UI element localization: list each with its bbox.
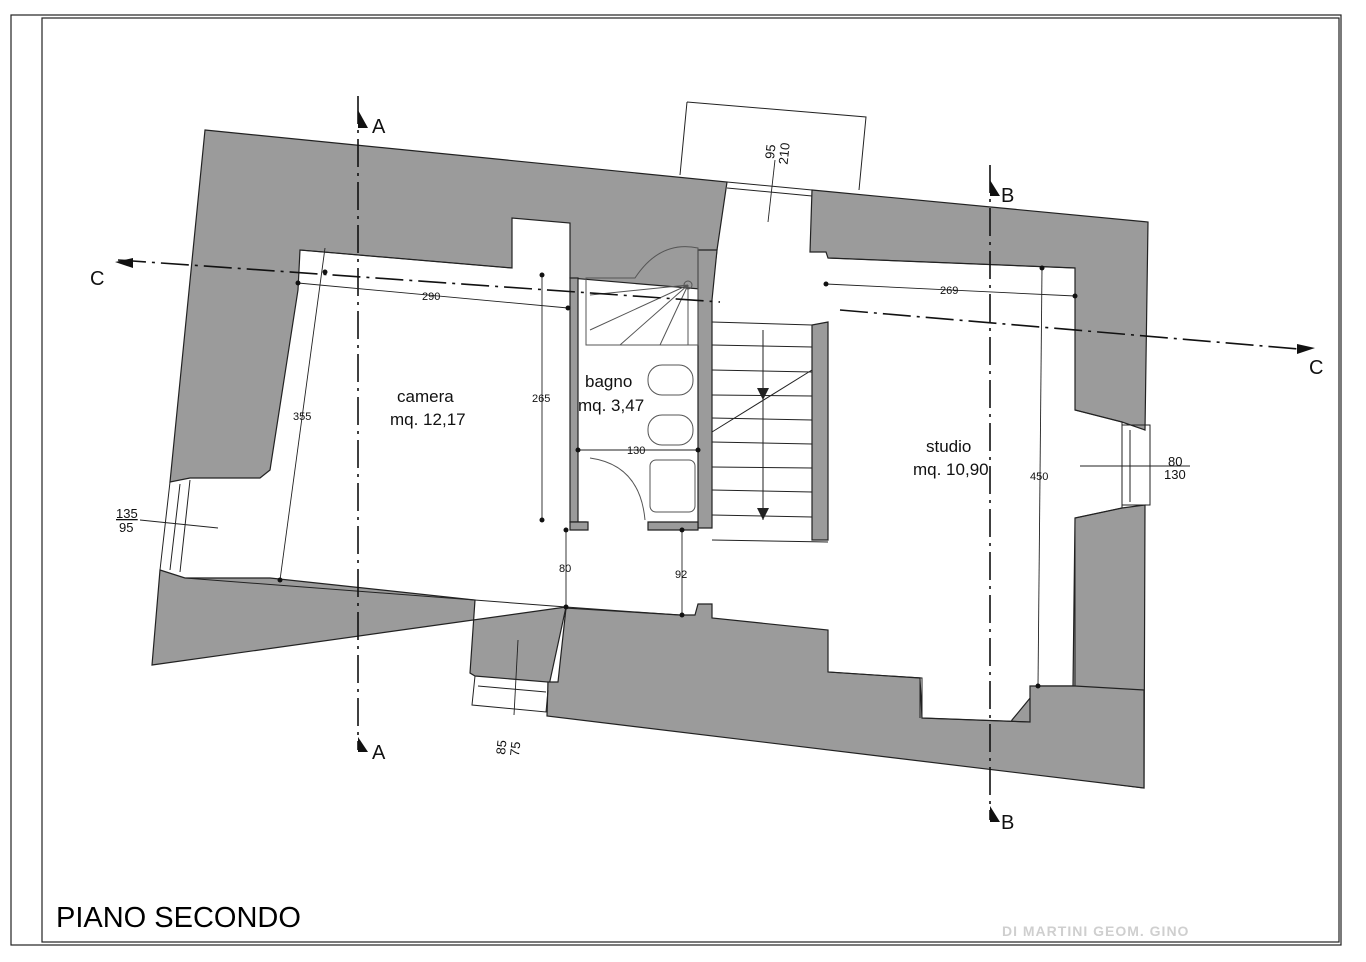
section-b-top-arrow	[990, 180, 1000, 196]
stair-break	[711, 369, 813, 433]
dim-dot-2	[565, 305, 571, 311]
bagno-area: mq. 3,47	[578, 396, 644, 415]
section-c-east-label: C	[1309, 357, 1323, 379]
window-north-top: 95	[762, 144, 778, 160]
studio-outline	[827, 257, 1123, 723]
window-label-north: 95 210	[762, 142, 793, 165]
window-north-frame	[726, 181, 813, 197]
dim-dot-11	[1039, 265, 1045, 271]
dim-dot-12	[1035, 683, 1041, 689]
dim-dot-15	[679, 527, 685, 533]
stair-arrow-head-2	[757, 508, 769, 520]
section-a-top-label: A	[372, 116, 386, 138]
wall-bath-east	[697, 249, 718, 529]
dim-camera-depth: 355	[293, 411, 311, 423]
dim-dot-3	[322, 269, 328, 275]
window-east-frame	[1122, 424, 1151, 506]
section-b-bottom-label: B	[1001, 812, 1014, 834]
dim-dot-14	[563, 604, 569, 610]
section-b-top-label: B	[1001, 185, 1014, 207]
section-a-bottom-label: A	[372, 742, 386, 764]
dim-studio-depth: 450	[1030, 471, 1048, 483]
dim-door: 92	[675, 569, 687, 581]
section-a-bottom-arrow	[358, 737, 368, 752]
watermark: DI MARTINI GEOM. GINO	[1002, 923, 1189, 939]
dim-dot-13	[563, 527, 569, 533]
window-west-frame	[159, 479, 191, 573]
inner-frame	[41, 17, 1340, 943]
window-west-bottom: 95	[119, 520, 133, 535]
dim-bagno-depth: 265	[532, 393, 550, 405]
dim-dot-6	[539, 517, 545, 523]
drawing-title: PIANO SECONDO	[56, 902, 301, 934]
dim-dot-1	[295, 280, 301, 286]
window-label-south: 85 75	[493, 739, 523, 756]
dim-dot-8	[695, 447, 701, 453]
dim-dot-4	[277, 577, 283, 583]
section-lines	[115, 96, 1315, 822]
window-south-bay	[919, 678, 1031, 722]
window-east-bottom: 130	[1164, 467, 1186, 482]
section-c-west-label: C	[90, 268, 104, 290]
window-west-top: 135	[116, 506, 138, 521]
bath-fixtures	[585, 246, 699, 521]
shower-lines	[589, 284, 689, 346]
section-c-line-west	[117, 259, 721, 303]
window-north-bottom: 210	[776, 142, 793, 165]
stair-arrow-head-1	[757, 388, 769, 400]
room-outlines	[184, 249, 1123, 723]
dim-studio-width-line	[825, 283, 1076, 297]
wall-bath-south-left	[569, 521, 589, 531]
camera-area: mq. 12,17	[390, 410, 466, 429]
shower-tray	[585, 246, 699, 346]
toilet	[647, 414, 694, 446]
dim-camera-width: 290	[422, 291, 440, 303]
wall-southwest	[151, 569, 567, 691]
window-east-top: 80	[1168, 454, 1182, 469]
dim-north-window-line	[767, 159, 776, 223]
stair-outline	[711, 321, 829, 543]
section-c-west-arrow	[115, 258, 133, 268]
dimension-lines	[139, 159, 1190, 716]
bath-door-swing	[589, 457, 646, 521]
shower-head	[683, 280, 693, 290]
dim-dot-16	[679, 612, 685, 618]
window-south-frame	[471, 675, 549, 713]
window-south-bottom: 75	[507, 741, 523, 757]
dim-passage: 80	[559, 563, 571, 575]
dim-dot-9	[823, 281, 829, 287]
walls	[151, 129, 1149, 789]
bath-door-line	[565, 606, 681, 616]
section-a-top-arrow	[358, 110, 368, 128]
section-c-east-arrow	[1297, 344, 1315, 354]
camera-outline	[184, 249, 571, 608]
wall-bath-south	[647, 521, 699, 531]
studio-area: mq. 10,90	[913, 460, 989, 479]
dim-south-window-line	[513, 639, 519, 716]
wall-south	[546, 603, 1145, 789]
bagno-name: bagno	[585, 372, 632, 391]
studio-name: studio	[926, 437, 971, 456]
washbasin	[649, 459, 696, 513]
dim-dot-5	[539, 272, 545, 278]
dim-bagno-width: 130	[627, 445, 645, 457]
dim-camera-width-line	[297, 282, 569, 309]
camera-name: camera	[397, 387, 454, 406]
dim-camera-depth-line	[279, 247, 326, 581]
section-b-bottom-arrow	[990, 806, 1000, 822]
window-south-top: 85	[493, 739, 509, 755]
outer-frame	[10, 14, 1342, 946]
wall-stair-partition	[811, 321, 829, 541]
bidet	[647, 364, 694, 396]
dim-west-window-line	[139, 519, 219, 529]
section-c-line-east	[839, 309, 1311, 351]
wall-northeast	[809, 189, 1149, 431]
dim-studio-width: 269	[940, 285, 958, 297]
dim-dot-10	[1072, 293, 1078, 299]
window-north-balcony	[679, 101, 867, 191]
dim-dot-7	[575, 447, 581, 453]
windows	[159, 101, 1151, 722]
dim-studio-depth-line	[1037, 267, 1043, 687]
